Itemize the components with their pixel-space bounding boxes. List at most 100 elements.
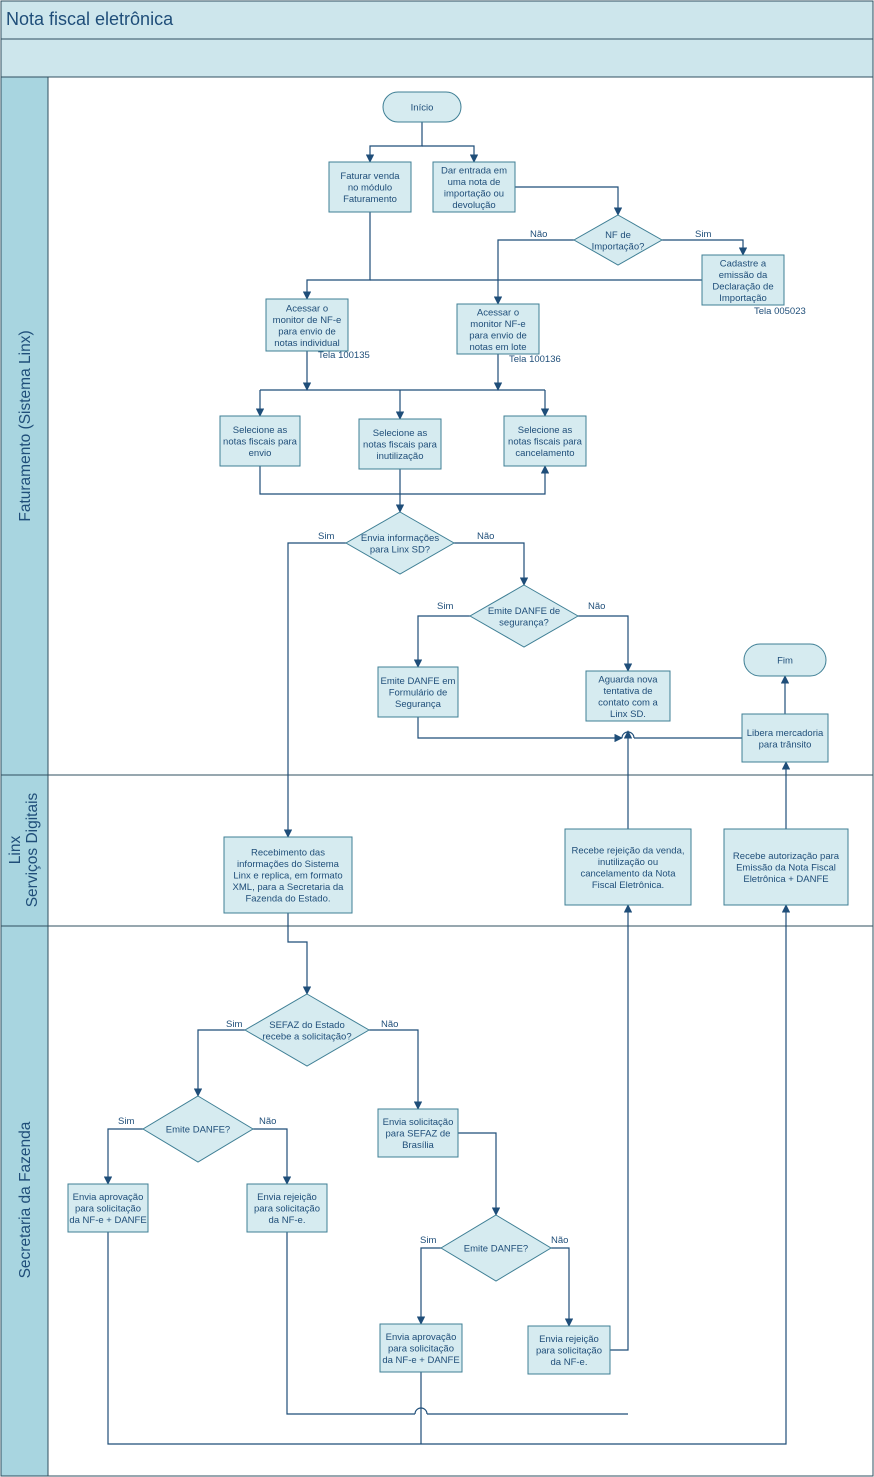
node-text-acessar-lote: Acessar o <box>477 307 519 318</box>
node-text-envia-rej-1: da NF-e. <box>269 1215 306 1226</box>
node-text-sel-envio: Selecione as <box>233 425 288 436</box>
edge-label-nf-nao: Não <box>530 229 547 240</box>
process-shape-recebimento <box>223 836 353 914</box>
process-shape-sel-cancelamento <box>503 415 587 467</box>
edge-label-sefaz-nao: Não <box>381 1019 398 1030</box>
node-text-faturar: Faturar venda <box>340 171 400 182</box>
node-text-nf-importacao: NF de <box>605 230 631 241</box>
connector-6 <box>302 212 371 300</box>
node-text-sel-envio: envio <box>249 448 272 459</box>
connectors <box>103 122 791 1445</box>
connector-20 <box>417 717 623 743</box>
node-text-acessar-lote: notas em lote <box>469 342 526 353</box>
connector-25 <box>287 913 312 995</box>
title-band <box>0 0 874 40</box>
node-text-envia-aprov-1: para solicitação <box>75 1204 141 1215</box>
node-text-cadastre: Declaração de <box>712 281 773 292</box>
connector-3 <box>515 186 623 216</box>
edge-label-sefaz-sim: Sim <box>226 1019 242 1030</box>
connector-4 <box>662 239 748 256</box>
node-text-dar-entrada: importação ou <box>444 188 504 199</box>
process-shape-dar-entrada <box>432 161 516 213</box>
decision-shape-emite-danfe-2 <box>440 1214 552 1282</box>
node-text-sel-inutilizacao: notas fiscais para <box>363 440 438 451</box>
edge-label-tela-100135: Tela 100135 <box>318 350 370 361</box>
node-text-envia-info: para Linx SD? <box>370 544 430 555</box>
connector-18 <box>413 615 470 668</box>
edge-label-danfe1-nao: Não <box>259 1116 276 1127</box>
edge-label-tela-005023: Tela 005023 <box>754 306 806 317</box>
node-text-acessar-individual: notas individual <box>274 338 340 349</box>
node-text-dar-entrada: Dar entrada em <box>441 165 507 176</box>
node-fim: Fim <box>743 643 827 677</box>
process-shape-sel-inutilizacao <box>358 418 442 470</box>
lane-title-linx-line1: Linx <box>7 836 24 865</box>
edge-label-danfe2-nao: Não <box>551 1235 568 1246</box>
node-text-emite-danfe-1: Emite DANFE? <box>166 1125 230 1136</box>
node-text-acessar-individual: para envio de <box>278 326 336 337</box>
node-text-recebe-autorizacao: Eletrônica + DANFE <box>743 874 828 885</box>
node-text-emite-danfe-form: Emite DANFE em <box>381 676 456 687</box>
node-text-envia-sefaz-brasilia: Envia solicitação <box>383 1117 454 1128</box>
line-jump-1 <box>621 731 635 739</box>
lane-title-secretaria: Secretaria da Fazenda <box>17 1121 34 1278</box>
node-text-envia-rej-1: para solicitação <box>254 1204 320 1215</box>
node-text-sefaz-estado: SEFAZ do Estado <box>269 1020 345 1031</box>
node-text-emite-danfe-seg: segurança? <box>499 617 549 628</box>
node-text-envia-aprov-2: da NF-e + DANFE <box>382 1355 459 1366</box>
connector-34 <box>286 1232 415 1415</box>
diagram-title: Nota fiscal eletrônica <box>6 9 174 29</box>
process-shape-emite-danfe-form <box>377 666 459 718</box>
connector-2 <box>422 145 479 163</box>
connector-29 <box>253 1128 292 1185</box>
node-text-emite-danfe-form: Segurança <box>395 699 442 710</box>
process-shape-fim <box>743 643 827 677</box>
process-shape-recebe-autorizacao <box>723 828 849 906</box>
lane-label-faturamento <box>0 76 49 776</box>
node-text-recebe-rejeicao: inutilização ou <box>598 857 658 868</box>
edge-label-danfe1-sim: Sim <box>118 1116 134 1127</box>
decision-shape-sefaz-estado <box>244 993 370 1067</box>
node-text-envia-sefaz-brasilia: Brasília <box>402 1140 434 1151</box>
node-text-fim: Fim <box>777 656 793 667</box>
node-text-emite-danfe-form: Formulário de <box>389 688 448 699</box>
node-text-envia-aprov-2: Envia aprovação <box>386 1332 457 1343</box>
connector-14 <box>259 465 550 495</box>
edge-label-nf-sim: Sim <box>695 229 711 240</box>
line-jump-2 <box>414 1407 428 1415</box>
node-text-sel-cancelamento: notas fiscais para <box>508 437 583 448</box>
connector-16 <box>283 542 346 838</box>
node-text-envia-info: Envia informações <box>361 533 439 544</box>
node-recebe-rejeicao: Recebe rejeição da venda,inutilização ou… <box>564 828 692 906</box>
edge-label-info-sim: Sim <box>318 531 334 542</box>
decision-shape-nf-importacao <box>572 214 664 266</box>
node-text-aguarda: contato com a <box>598 697 658 708</box>
lane-label-linx <box>0 774 49 927</box>
connector-5 <box>493 239 574 305</box>
process-shape-envia-rej-2 <box>527 1325 611 1375</box>
process-shape-cadastre <box>701 254 785 306</box>
node-emite-danfe-2: Emite DANFE? <box>440 1214 552 1282</box>
edge-label-tela-100136: Tela 100136 <box>509 354 561 365</box>
process-shape-recebe-rejeicao <box>564 828 692 906</box>
node-text-envia-rej-2: Envia rejeição <box>539 1334 599 1345</box>
node-emite-danfe-1: Emite DANFE? <box>142 1095 254 1163</box>
node-text-cadastre: emissão da <box>719 270 768 281</box>
connector-17 <box>454 542 529 586</box>
node-text-sel-cancelamento: Selecione as <box>518 425 573 436</box>
